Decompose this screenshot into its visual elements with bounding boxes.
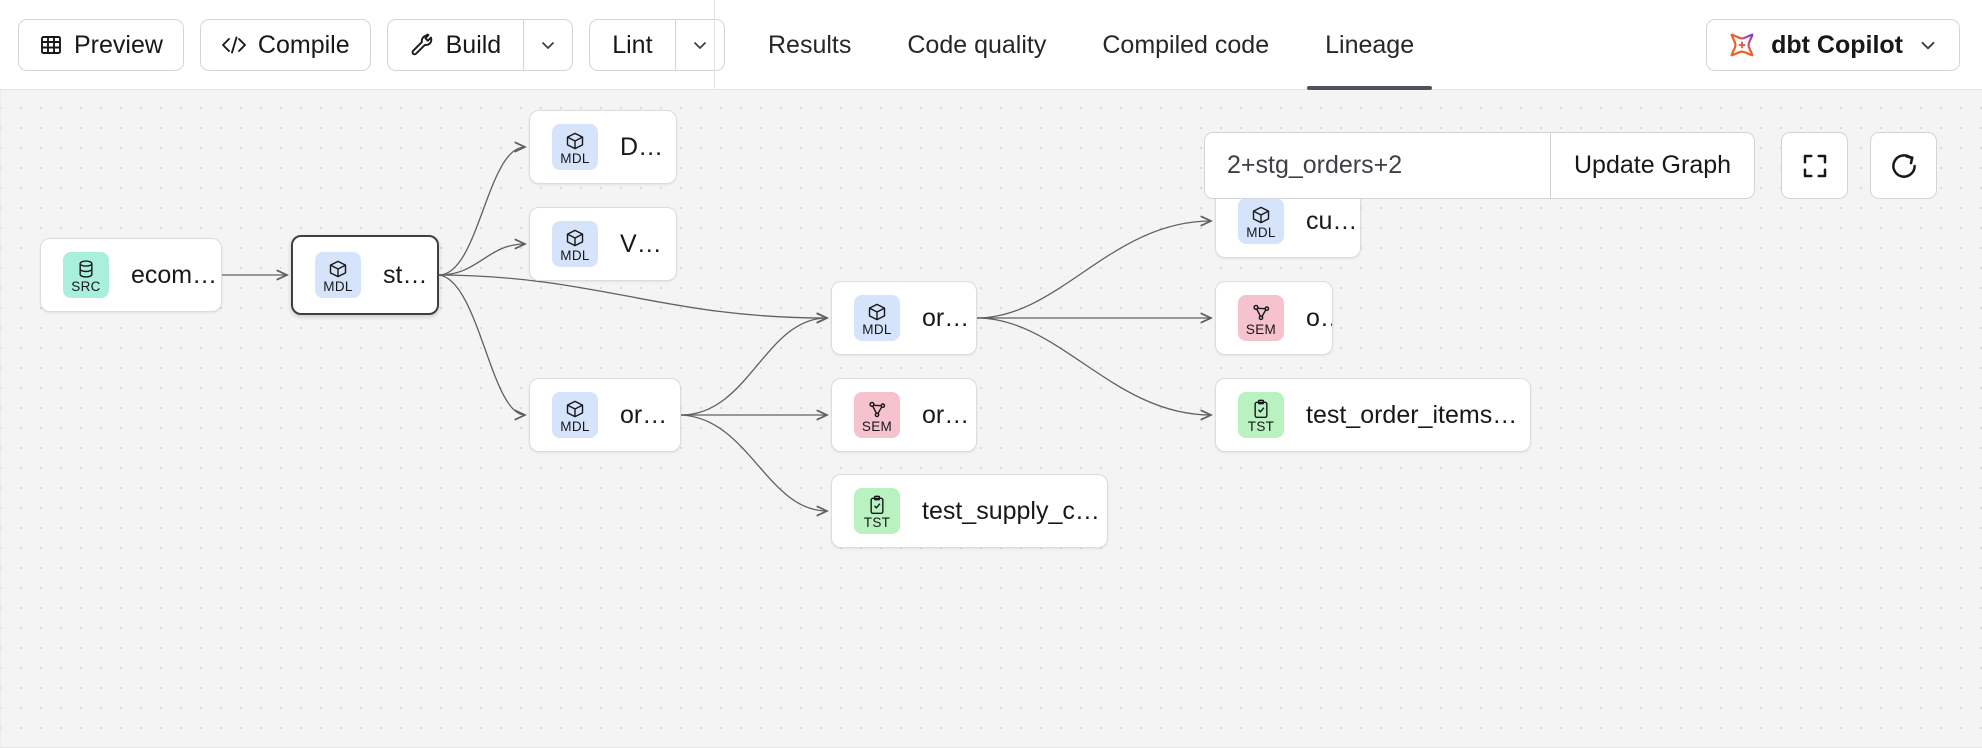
node-type-label: SRC: [71, 278, 101, 294]
fullscreen-icon: [1800, 151, 1830, 181]
preview-button-label: Preview: [74, 30, 163, 59]
tab-compiled-code-label: Compiled code: [1102, 30, 1270, 59]
wrench-icon: [410, 33, 435, 58]
clipboard-icon: [867, 494, 887, 516]
dbt-copilot-button[interactable]: dbt Copilot: [1706, 19, 1960, 71]
lineage-node-ve-demo[interactable]: MDL VE_Demo: [529, 207, 677, 281]
tab-lineage[interactable]: Lineage: [1297, 0, 1442, 90]
tab-compiled-code[interactable]: Compiled code: [1074, 0, 1297, 90]
dbt-copilot-icon: [1727, 30, 1757, 60]
node-type-label: TST: [863, 514, 891, 530]
lint-button-label: Lint: [612, 30, 653, 59]
build-button-label: Build: [445, 30, 502, 59]
result-tabs: Results Code quality Compiled code Linea…: [740, 0, 1442, 90]
graph-selector-input[interactable]: [1205, 133, 1550, 198]
build-dropdown-toggle[interactable]: [523, 20, 572, 70]
node-type-label: MDL: [862, 321, 892, 337]
node-type-badge-mdl: MDL: [552, 221, 598, 267]
node-type-badge-mdl: MDL: [552, 392, 598, 438]
node-type-label: SEM: [1245, 321, 1277, 337]
lineage-node-test-supply[interactable]: TST test_supply_costs_sum_correctly: [831, 474, 1108, 548]
node-type-badge-mdl: MDL: [854, 295, 900, 341]
cube-icon: [565, 227, 585, 249]
clipboard-icon: [1251, 398, 1271, 420]
chevron-down-icon: [538, 35, 558, 55]
lineage-node-orders-sem[interactable]: SEM orders: [1215, 281, 1333, 355]
refresh-icon: [1889, 151, 1919, 181]
tab-code-quality[interactable]: Code quality: [879, 0, 1074, 90]
network-icon: [1251, 301, 1271, 323]
cube-icon: [867, 301, 887, 323]
node-type-badge-src: SRC: [63, 252, 109, 298]
database-icon: [76, 258, 96, 280]
dbt-copilot-label: dbt Copilot: [1771, 30, 1903, 59]
node-label: stg_orders: [383, 260, 437, 289]
tab-lineage-label: Lineage: [1325, 30, 1415, 59]
node-type-label: SEM: [861, 418, 893, 434]
compile-button[interactable]: Compile: [199, 19, 371, 71]
tab-results-label: Results: [768, 30, 852, 59]
table-icon: [39, 33, 63, 57]
node-label: orders: [922, 303, 976, 332]
preview-button[interactable]: Preview: [18, 19, 184, 71]
node-type-label: TST: [1247, 418, 1275, 434]
chevron-down-icon: [1917, 34, 1939, 56]
refresh-button[interactable]: [1870, 132, 1937, 199]
node-type-label: MDL: [1246, 224, 1276, 240]
lineage-node-test-order-items[interactable]: TST test_order_items_compute_to_bools_c…: [1215, 378, 1531, 452]
toolbar-actions: Preview Compile: [18, 0, 725, 90]
node-label: test_supply_costs_sum_correctly: [922, 496, 1107, 525]
node-type-badge-mdl: MDL: [315, 252, 361, 298]
toolbar-divider: [714, 0, 715, 90]
lineage-node-order-items[interactable]: MDL order_items: [529, 378, 681, 452]
update-graph-button[interactable]: Update Graph: [1550, 133, 1754, 198]
node-type-label: MDL: [323, 278, 353, 294]
node-label: order_item: [922, 400, 976, 429]
build-split-button: Build: [386, 19, 574, 71]
code-icon: [221, 34, 247, 56]
node-type-badge-mdl: MDL: [552, 124, 598, 170]
cube-icon: [1251, 204, 1271, 226]
lineage-node-orders-mdl[interactable]: MDL orders: [831, 281, 977, 355]
node-type-label: MDL: [560, 150, 590, 166]
node-type-badge-mdl: MDL: [1238, 198, 1284, 244]
tab-results[interactable]: Results: [740, 0, 879, 90]
node-label: customers: [1306, 206, 1360, 235]
graph-selector-bar: Update Graph: [1204, 132, 1756, 199]
node-type-badge-sem: SEM: [854, 392, 900, 438]
fullscreen-button[interactable]: [1781, 132, 1848, 199]
node-label: ecom.raw_orders: [131, 260, 221, 289]
tab-code-quality-label: Code quality: [907, 30, 1047, 59]
network-icon: [867, 398, 887, 420]
top-toolbar: Preview Compile: [0, 0, 1982, 90]
node-type-badge-tst: TST: [1238, 392, 1284, 438]
cube-icon: [565, 130, 585, 152]
lint-dropdown-toggle[interactable]: [674, 20, 724, 70]
cube-icon: [565, 398, 585, 420]
lineage-node-order-item-sem[interactable]: SEM order_item: [831, 378, 977, 452]
node-label: order_items: [620, 400, 680, 429]
node-type-badge-tst: TST: [854, 488, 900, 534]
node-label: test_order_items_compute_to_bools_c…: [1306, 400, 1530, 429]
node-type-label: MDL: [560, 418, 590, 434]
node-type-badge-sem: SEM: [1238, 295, 1284, 341]
node-type-label: MDL: [560, 247, 590, 263]
build-button[interactable]: Build: [388, 20, 524, 70]
update-graph-label: Update Graph: [1574, 151, 1732, 179]
node-label: VE_Demo: [620, 229, 676, 258]
compile-button-label: Compile: [257, 30, 350, 59]
chevron-down-icon: [690, 35, 710, 55]
cube-icon: [328, 258, 348, 280]
node-label: orders: [1306, 303, 1332, 332]
node-label: Demo: [620, 132, 676, 161]
lint-split-button: Lint: [589, 19, 725, 71]
lint-button[interactable]: Lint: [590, 20, 674, 70]
lineage-node-ecom-raw-orders[interactable]: SRC ecom.raw_orders: [40, 238, 222, 312]
lineage-node-stg-orders[interactable]: MDL stg_orders: [291, 235, 439, 315]
lineage-node-demo[interactable]: MDL Demo: [529, 110, 677, 184]
